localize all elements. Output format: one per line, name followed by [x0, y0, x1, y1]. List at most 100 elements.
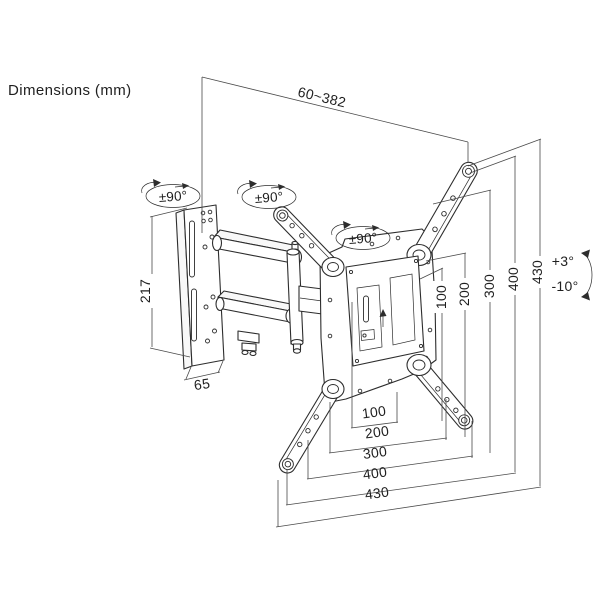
pivot-post-top-cap	[286, 248, 300, 256]
cable-clip	[237, 330, 260, 344]
h300-value: 300	[362, 443, 388, 462]
v100-value: 100	[433, 285, 449, 309]
tilt-up-value: +3°	[552, 253, 574, 269]
arm-hole	[435, 386, 441, 392]
vector-arrow-head	[182, 183, 189, 189]
vesa-arms	[273, 161, 478, 474]
extension-line	[149, 347, 191, 358]
adapter-hole	[413, 258, 419, 264]
h100-value: 100	[361, 402, 387, 421]
extension-line	[185, 366, 192, 380]
adapter-left-cutout	[356, 284, 383, 352]
up-arrow-icon-head	[379, 309, 387, 317]
screw-hole	[207, 209, 213, 215]
arm-hole	[308, 243, 315, 249]
boss-hub	[412, 359, 426, 371]
arm-lower-left	[278, 384, 340, 474]
dim-line-h430	[275, 486, 542, 528]
pivot-bolt-cap	[292, 348, 302, 354]
label-h430: 430	[364, 483, 390, 502]
label-plate-height: 217	[137, 274, 153, 308]
label-h100: 100	[361, 402, 387, 421]
latch-hole	[362, 333, 367, 338]
tilt-arrow-head-down	[581, 292, 590, 301]
label-v400: 400	[505, 263, 521, 295]
dim-line-plate-width	[183, 371, 221, 381]
arm-edge	[418, 372, 462, 424]
cable-clip-foot	[241, 349, 249, 356]
h400-value: 400	[362, 463, 388, 482]
boss-hub	[327, 262, 339, 272]
label-backing	[529, 256, 545, 288]
rotation-value: ±90°	[254, 189, 284, 206]
label-h200: 200	[364, 422, 390, 441]
wall-plate	[175, 204, 225, 370]
plate-height-value: 217	[137, 279, 153, 303]
adapter-hole	[348, 269, 354, 275]
articulating-arm	[211, 229, 339, 357]
tilt-arrow-head-up	[581, 249, 590, 258]
upper-arm-wall-joint	[211, 234, 223, 252]
label-v300: 300	[481, 270, 497, 302]
badge-ellipse	[145, 184, 201, 208]
extension-line	[469, 155, 517, 174]
tilt-indicator: +3° -10°	[551, 249, 593, 301]
h430-value: 430	[364, 483, 390, 502]
rotation-arrow-head	[343, 221, 351, 229]
extension-line	[467, 138, 542, 167]
rotation-badge-wall: ±90°	[141, 179, 201, 208]
v400-value: 400	[505, 267, 521, 291]
arm-hole	[305, 428, 311, 434]
plate-hole	[387, 378, 393, 384]
adapter-slot	[363, 295, 369, 323]
rotation-badge-plate: ±90°	[331, 221, 391, 250]
tilt-down-value: -10°	[551, 278, 578, 294]
arm-edge	[284, 392, 327, 462]
cable-clip-foot	[249, 350, 257, 357]
extension-line	[419, 267, 444, 280]
lower-arm-wall-joint	[215, 296, 225, 312]
tilt-arrow-icon	[582, 252, 593, 298]
arm-hole	[289, 222, 295, 229]
dim-line-h400	[285, 472, 517, 506]
vector-arrow-head	[278, 184, 285, 190]
adapter-right-cutout	[389, 273, 416, 346]
adapter-hole	[354, 358, 360, 364]
plate-width-value: 65	[193, 375, 211, 393]
rotation-value: ±90°	[348, 230, 378, 247]
badge-ellipse	[241, 185, 297, 209]
wall-plate-slot	[189, 220, 195, 278]
adapter-hole	[418, 343, 424, 349]
plate-hole	[427, 327, 433, 333]
plate-hole	[327, 333, 333, 339]
extension-line	[432, 189, 492, 205]
wall-plate-slot	[191, 288, 197, 342]
arm-edge	[285, 212, 333, 262]
badge-ellipse	[335, 226, 391, 250]
cable-clip-lower	[241, 342, 257, 352]
label-v200: 200	[456, 278, 472, 310]
arm-tip-hole	[279, 212, 286, 219]
label-v100: 100	[433, 281, 449, 313]
arm-hole	[299, 233, 305, 239]
page-title: Dimensions (mm)	[8, 82, 132, 99]
label-backing	[505, 263, 521, 295]
dim-line-h100	[350, 421, 399, 429]
label-h400: 400	[362, 463, 388, 482]
plate-hole	[395, 235, 401, 241]
v200-value: 200	[456, 282, 472, 306]
extension-line	[149, 207, 188, 218]
extension-line	[217, 360, 224, 374]
label-backing	[481, 270, 497, 302]
screw-hole	[212, 328, 217, 334]
arm-hole	[432, 226, 438, 233]
label-plate-width: 65	[193, 375, 211, 393]
screw-hole	[205, 338, 210, 344]
dim-line-arm-extension	[201, 76, 469, 143]
plate-hole	[327, 297, 333, 303]
label-h300: 300	[362, 443, 388, 462]
arm-hole	[441, 210, 447, 217]
vector-arrow-head	[372, 225, 379, 231]
screw-hole	[202, 244, 208, 250]
